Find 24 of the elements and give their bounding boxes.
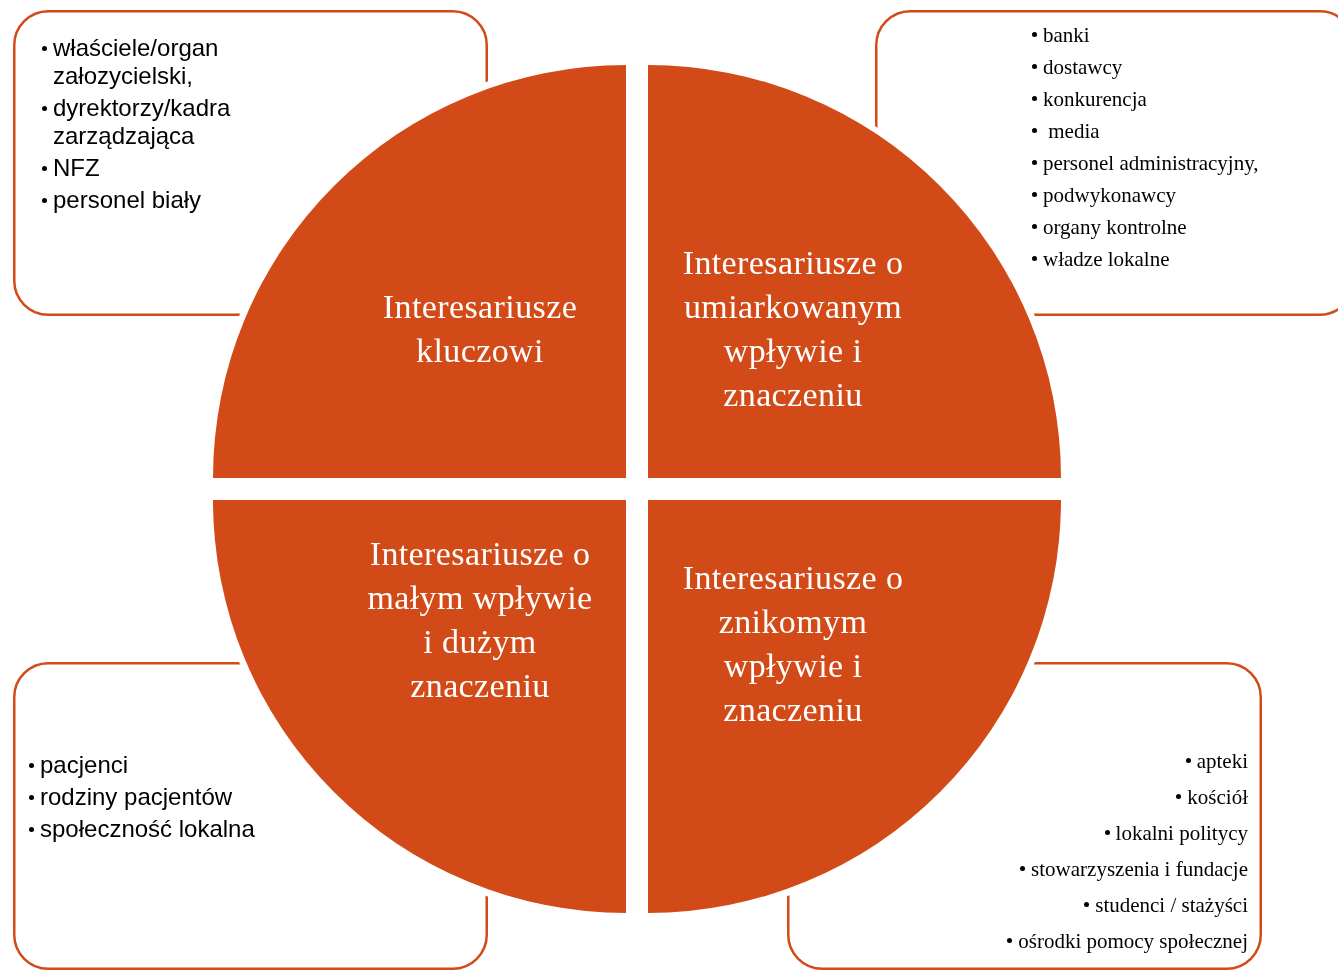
list-item: konkurencja [1043, 87, 1147, 111]
list-item: lokalni politycy [1115, 821, 1248, 845]
list-item: personel administracyjny, [1043, 151, 1259, 175]
list-item: ośrodki pomocy społecznej [1018, 929, 1248, 953]
list-item: rodziny pacjentów [40, 783, 233, 810]
list-item: banki [1043, 23, 1090, 47]
quadrant-title: Interesariusze o małym wpływie i dużym znaczeniu [366, 534, 594, 706]
list-item: dyrektorzy/kadra zarządzająca [53, 94, 232, 149]
list-item: studenci / stażyści [1095, 893, 1248, 917]
list-item: kościół [1187, 785, 1248, 809]
list-item: NFZ [53, 154, 100, 181]
list-item: społeczność lokalna [40, 815, 255, 842]
list-item: dostawcy [1043, 55, 1123, 79]
list-item: pacjenci [40, 751, 129, 778]
list-item: władze lokalne [1043, 247, 1170, 271]
list-item: organy kontrolne [1043, 215, 1187, 239]
list-item: stowarzyszenia i fundacje [1031, 857, 1248, 881]
quadrant-title: Interesariusze kluczowi [381, 287, 579, 371]
quadrant-title: Interesariusze o znikomym wpływie i znaczeniu [681, 558, 905, 730]
list-item: podwykonawcy [1043, 183, 1176, 207]
list-item: personel biały [53, 186, 202, 213]
quadrant-title: Interesariusze o umiarkowanym wpływie i znaczeniu [681, 243, 905, 415]
list-item: media [1047, 119, 1100, 143]
list-item: apteki [1196, 749, 1248, 773]
